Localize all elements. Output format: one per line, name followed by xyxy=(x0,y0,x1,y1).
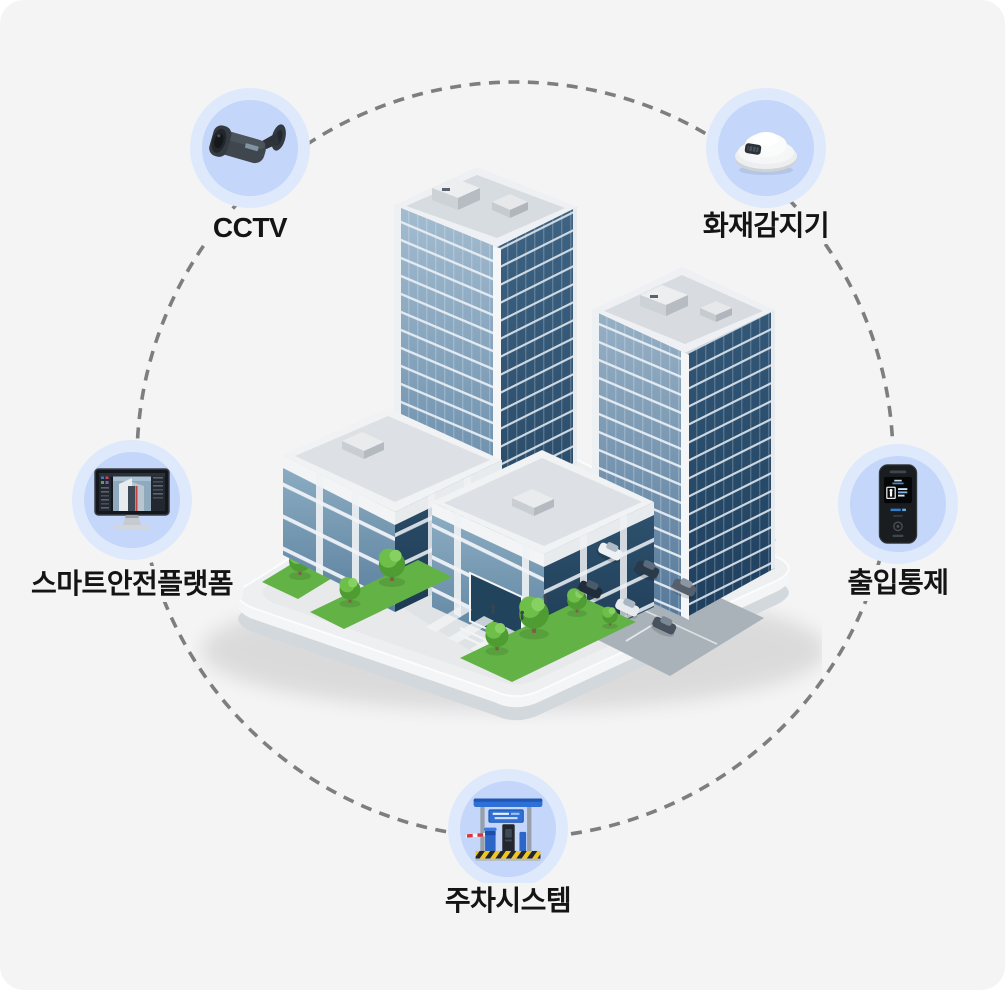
rooftop-unit xyxy=(432,178,480,210)
fire-detector-icon xyxy=(735,132,797,175)
landscaping-front xyxy=(310,548,636,682)
access-control-label: 출입통제 xyxy=(837,565,959,601)
cctv-bubble xyxy=(190,88,310,208)
tree xyxy=(519,596,549,640)
monitor-icon xyxy=(94,468,170,530)
smart-building-complex xyxy=(202,167,826,721)
node-fire-detector: 화재감지기 xyxy=(692,88,840,244)
node-access-control: 출입통제 xyxy=(837,444,959,601)
smart-safety-platform-label: 스마트안전플랫폼 xyxy=(20,566,244,602)
building-illustration xyxy=(192,150,826,725)
tree xyxy=(378,548,406,587)
fire-detector-label: 화재감지기 xyxy=(692,208,840,244)
tree xyxy=(567,588,587,617)
node-parking-system: 주차시스템 xyxy=(434,769,582,919)
parking-system-bubble xyxy=(448,769,568,889)
parking-gate-icon xyxy=(466,798,543,861)
node-smart-safety-platform: 스마트안전플랫폼 xyxy=(20,440,244,602)
node-cctv: CCTV xyxy=(190,88,310,246)
rooftop-unit xyxy=(512,489,554,516)
fire-detector-bubble xyxy=(706,88,826,208)
pedestrians xyxy=(491,594,547,620)
cctv-camera-icon xyxy=(209,124,286,164)
rooftop-unit xyxy=(700,301,732,322)
rooftop-unit xyxy=(342,432,384,459)
rooftop-unit xyxy=(640,285,688,316)
tree xyxy=(485,621,509,656)
access-control-icon xyxy=(878,464,918,544)
smart-safety-platform-bubble xyxy=(72,440,192,560)
tree xyxy=(602,606,618,629)
rooftop-unit xyxy=(492,194,528,218)
cctv-label: CCTV xyxy=(202,210,298,246)
tree xyxy=(339,577,361,608)
parking-system-label: 주차시스템 xyxy=(434,883,582,919)
access-control-bubble xyxy=(838,444,958,564)
parked-cars xyxy=(576,542,697,637)
